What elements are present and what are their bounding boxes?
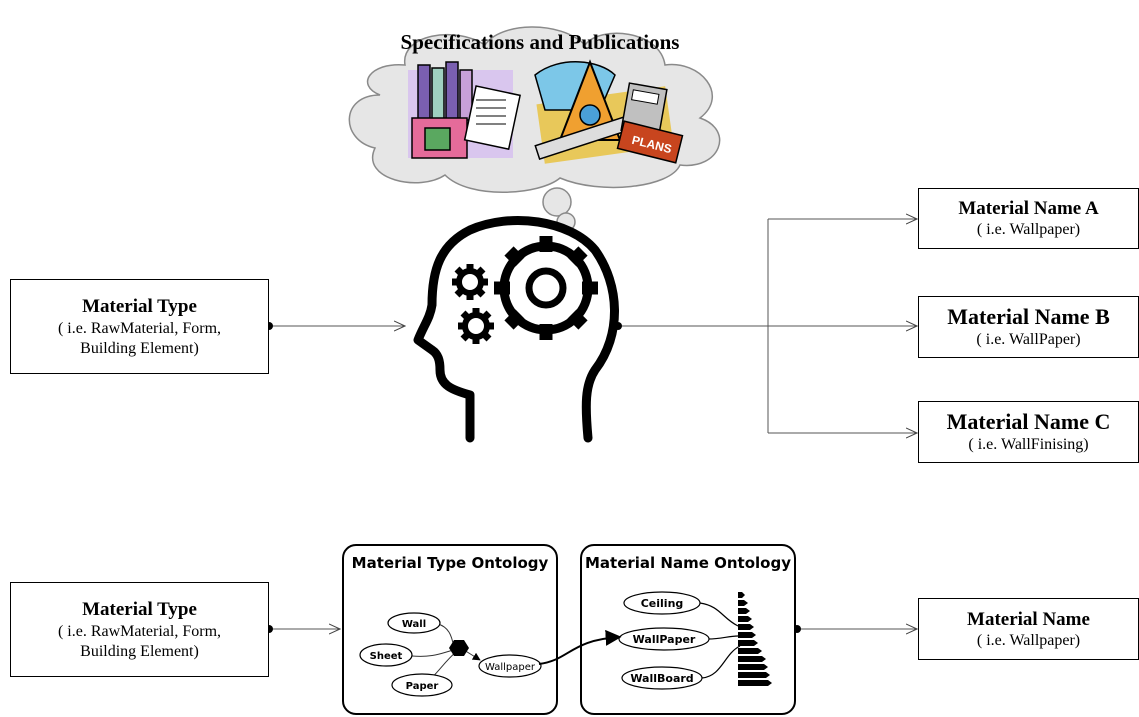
top-material-type-line2: Building Element) [80, 339, 199, 357]
material-name-ontology-panel: Material Name Ontology Ceiling WallPaper… [580, 544, 796, 715]
material-name-c-box: Material Name C ( i.e. WallFinising) [918, 401, 1139, 463]
material-name-b-title: Material Name B [947, 304, 1110, 329]
node-wallpaper [478, 654, 542, 678]
material-type-ontology-panel: Material Type Ontology Wall Sheet Paper … [342, 544, 558, 715]
top-material-type-box: Material Type ( i.e. RawMaterial, Form, … [10, 279, 269, 374]
arrow-stack-icon [738, 592, 772, 686]
material-name-c-title: Material Name C [946, 409, 1111, 434]
material-name-c-sub: ( i.e. WallFinising) [968, 436, 1089, 453]
name-ontology-graph: Ceiling WallPaper WallBoard [618, 591, 772, 690]
material-name-b-box: Material Name B ( i.e. WallPaper) [918, 296, 1139, 358]
small-gear-bottom-icon [458, 308, 494, 344]
node-wallpaper-label: Wallpaper [485, 662, 536, 673]
material-name-ontology-title: Material Name Ontology [585, 554, 791, 572]
cloud-title: Specifications and Publications [400, 30, 680, 54]
bottom-material-type-line2: Building Element) [80, 642, 199, 660]
thinking-head-icon [413, 216, 619, 443]
bottom-material-type-line1: ( i.e. RawMaterial, Form, [57, 622, 222, 640]
large-gear-icon [494, 236, 598, 340]
material-name-b-sub: ( i.e. WallPaper) [976, 331, 1081, 348]
type-ontology-graph: Wall Sheet Paper Wallpaper [359, 612, 542, 697]
material-type-ontology-title: Material Type Ontology [351, 554, 549, 572]
top-material-type-line1: ( i.e. RawMaterial, Form, [57, 319, 222, 337]
bottom-material-name-box: Material Name ( i.e. Wallpaper) [918, 598, 1139, 660]
bottom-material-name-sub: ( i.e. Wallpaper) [976, 631, 1081, 649]
bottom-material-type-box: Material Type ( i.e. RawMaterial, Form, … [10, 582, 269, 677]
node-wall-label: Wall [402, 619, 426, 630]
node-sheet-label: Sheet [370, 651, 403, 662]
node-sheet [359, 643, 413, 667]
hexagon-connector-icon [449, 640, 469, 656]
node-ceiling [623, 591, 701, 615]
bottom-material-type-title: Material Type [82, 598, 197, 620]
material-name-a-title: Material Name A [958, 198, 1099, 219]
top-material-type-title: Material Type [82, 295, 197, 317]
node-ceiling-label: Ceiling [641, 597, 684, 610]
plans-clipart-icon: PLANS [534, 59, 684, 164]
node-paper [391, 673, 453, 697]
node-wallpaper-name-label: WallPaper [633, 633, 696, 646]
bottom-material-name-title: Material Name [967, 608, 1090, 630]
top-connectors [265, 219, 917, 433]
node-wall [387, 612, 441, 634]
material-name-a-sub: ( i.e. Wallpaper) [976, 221, 1081, 238]
node-wallboard [621, 666, 703, 690]
node-wallboard-label: WallBoard [630, 672, 693, 685]
binders-clipart-icon [408, 61, 522, 159]
material-name-a-box: Material Name A ( i.e. Wallpaper) [918, 188, 1139, 249]
node-paper-label: Paper [406, 681, 439, 692]
small-gear-top-icon [452, 264, 488, 300]
